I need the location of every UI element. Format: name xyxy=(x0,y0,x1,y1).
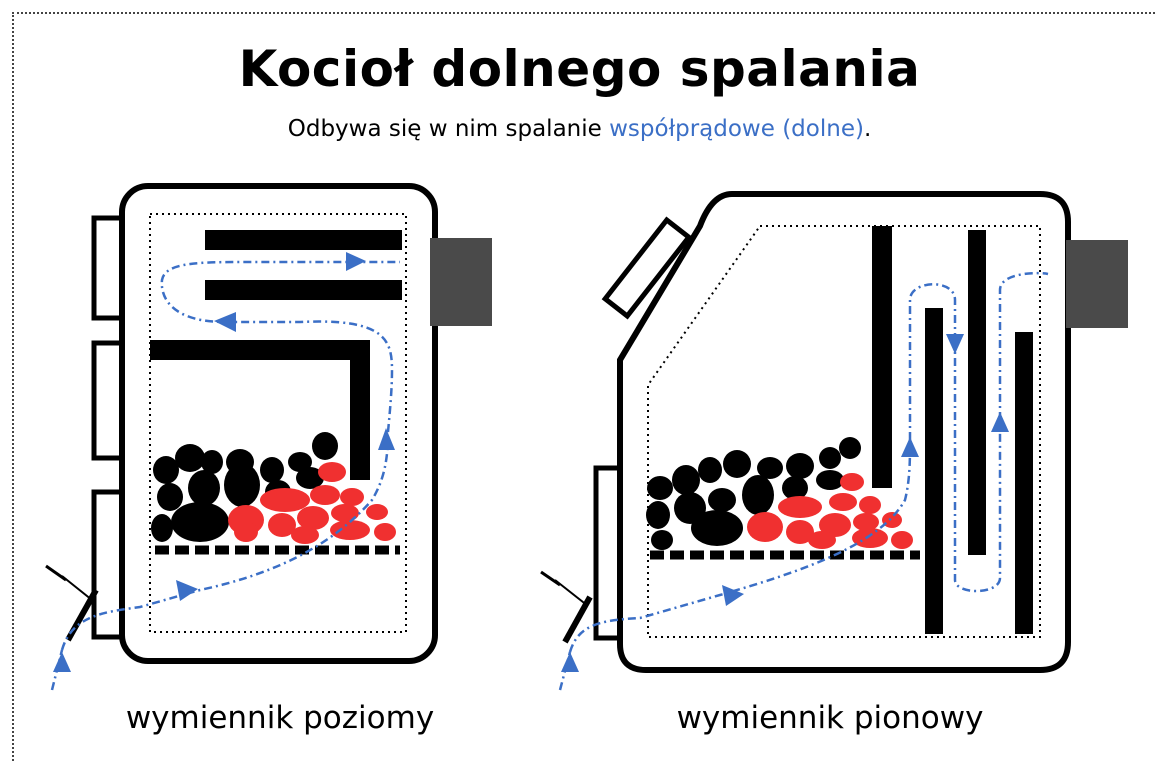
boiler-vertical xyxy=(540,191,1128,691)
boiler-body xyxy=(119,183,438,664)
baffle-lower xyxy=(150,340,370,360)
flow-arrows xyxy=(53,252,395,672)
flow-arrow-in xyxy=(561,652,579,672)
flow-arrow-grate xyxy=(176,580,198,601)
flap-chain xyxy=(61,575,93,601)
flow-arrow-left xyxy=(214,312,236,332)
flow-arrow-up xyxy=(378,428,395,450)
subtitle-end: . xyxy=(863,116,872,142)
flow-arrows xyxy=(561,334,1009,672)
chimney-outlet xyxy=(1066,240,1128,328)
flap-handle xyxy=(45,564,67,582)
flow-arrow-up-1 xyxy=(901,437,919,457)
flow-arrow-up-2 xyxy=(991,412,1009,432)
flap-chain xyxy=(554,579,589,607)
baffle-middle xyxy=(205,280,402,300)
baffle-vertical xyxy=(350,340,370,480)
baffle-3 xyxy=(968,230,986,555)
baffle-1 xyxy=(872,226,892,488)
page-frame xyxy=(12,12,1155,761)
baffle-2 xyxy=(925,308,943,634)
flow-arrow-right xyxy=(346,252,366,271)
flow-arrow-in xyxy=(53,652,71,672)
baffle-top xyxy=(205,230,402,250)
subtitle-text: Odbywa się w nim spalanie xyxy=(287,116,610,142)
baffle-4 xyxy=(1015,332,1033,634)
flow-arrow-down xyxy=(946,334,964,354)
caption-horizontal-exchanger: wymiennik poziomy xyxy=(125,700,435,736)
flow-arrow-grate xyxy=(722,585,744,606)
top-door xyxy=(601,216,693,320)
page-title: Kocioł dolnego spalania xyxy=(238,40,921,98)
chimney-outlet xyxy=(430,238,492,326)
page-subtitle: Odbywa się w nim spalanie współprądowe (… xyxy=(0,116,1159,142)
fuel-embers xyxy=(228,462,396,544)
boiler-horizontal xyxy=(45,183,492,691)
fuel-coal xyxy=(646,437,861,550)
caption-vertical-exchanger: wymiennik pionowy xyxy=(676,700,984,736)
fuel-embers xyxy=(747,473,913,549)
combustion-chamber xyxy=(149,213,407,633)
subtitle-highlight: współprądowe (dolne) xyxy=(609,116,864,142)
fuel-coal xyxy=(151,432,338,542)
flap-handle xyxy=(540,570,561,587)
